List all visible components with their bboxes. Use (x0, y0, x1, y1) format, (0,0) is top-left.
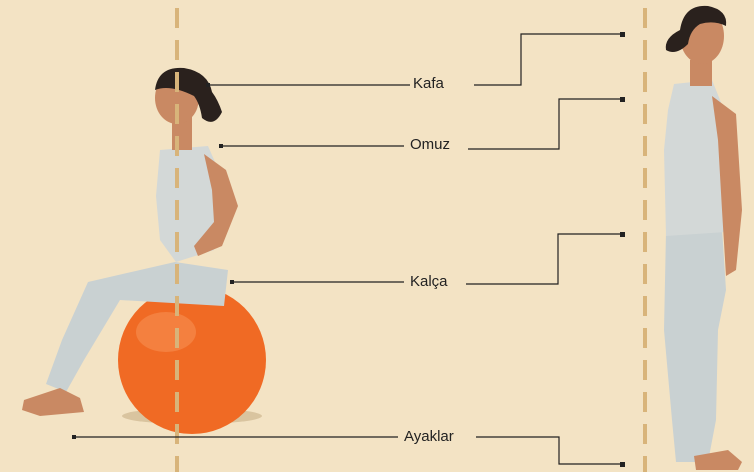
standing-feet (694, 450, 742, 470)
feet-dot-right (620, 462, 625, 467)
feet-dot-left (72, 435, 76, 439)
seated-feet (22, 388, 84, 416)
hip-dot-left (230, 280, 234, 284)
seated-legs (46, 262, 228, 392)
head-leader-right (474, 33, 622, 86)
standing-figure (664, 5, 742, 470)
leader-lines (74, 33, 622, 465)
standing-arm (712, 96, 742, 276)
ball-highlight (136, 312, 196, 352)
hip-label: Kalça (410, 273, 448, 290)
shoulder-dot-left (219, 144, 223, 148)
standing-torso (664, 80, 726, 236)
feet-label: Ayaklar (404, 428, 454, 445)
standing-neck (690, 60, 712, 86)
head-label: Kafa (413, 75, 444, 92)
leader-endpoints (72, 32, 625, 467)
hip-leader-right (466, 233, 622, 285)
seated-figure (22, 67, 266, 434)
shoulder-dot-right (620, 97, 625, 102)
shoulder-label: Omuz (410, 136, 451, 153)
standing-hair (665, 5, 727, 52)
seated-arm (194, 154, 238, 256)
head-dot-right (620, 32, 625, 37)
seated-hair (155, 67, 222, 122)
exercise-ball (118, 286, 266, 434)
feet-leader-right (476, 436, 622, 465)
hip-dot-right (620, 232, 625, 237)
standing-legs (664, 228, 726, 462)
head-dot-left (206, 83, 210, 87)
shoulder-leader-right (468, 98, 622, 150)
